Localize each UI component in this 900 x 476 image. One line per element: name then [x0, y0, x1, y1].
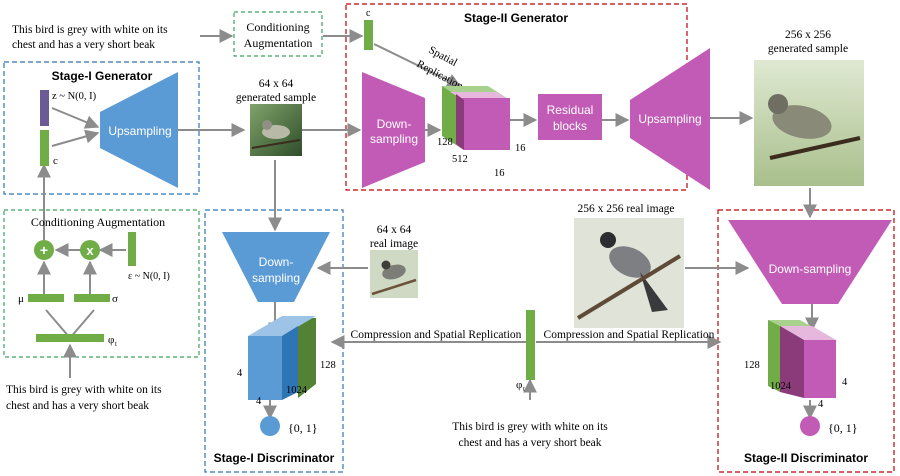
top-text-line2: chest and has a very short beak: [12, 39, 155, 51]
phi-label-left: φ: [108, 334, 114, 346]
real64-label-line2: real image: [370, 238, 418, 250]
stage2d-dim-4b: 4: [818, 399, 824, 410]
stage1-generator-title: Stage-I Generator: [52, 69, 153, 83]
bottom-text-line2: chest and has a very short beak: [458, 437, 601, 449]
mu-bar: [28, 294, 64, 302]
stage2d-down-label: Down-sampling: [769, 262, 852, 276]
sample256-label-line1: 256 x 256: [785, 29, 831, 41]
c-vector-bar-stage2: [364, 20, 373, 50]
stage2-discriminator-title: Stage-II Discriminator: [744, 451, 868, 465]
residual-blocks: [538, 94, 602, 140]
stage1-feature-cube: [248, 316, 316, 400]
times-node: [80, 240, 100, 260]
phi-bar-left: [36, 334, 104, 342]
sigma-bar: [74, 294, 110, 302]
phi-label-center: φ: [516, 379, 522, 391]
conditioning-augmentation-line2: Augmentation: [244, 36, 313, 50]
stage2-upsampling-label: Upsampling: [638, 112, 701, 126]
stage2-generator-title: Stage-II Generator: [464, 11, 568, 25]
stage1-generator-box: [3, 61, 200, 195]
stage1-output-node: [260, 416, 280, 436]
epsilon-bar: [128, 232, 136, 266]
mu-label: μ: [18, 293, 24, 305]
c-vector-bar-stage1: [40, 130, 49, 166]
phi-bar-center: [526, 310, 535, 380]
residual-label-line1: Residual: [547, 103, 594, 117]
stage2-down-label-line2: sampling: [370, 132, 418, 146]
conditioning-augmentation-top-box: [233, 11, 323, 57]
z-noise-label: z ~ N(0, I): [52, 91, 97, 102]
conditioning-augmentation-left-box: [3, 209, 200, 358]
sample256-label-line2: generated sample: [768, 43, 848, 55]
stage1d-dim-4b: 4: [256, 396, 262, 407]
real-image-256: [574, 218, 684, 328]
stage2d-feature-cube: [768, 320, 836, 398]
generated-sample-256-image: [754, 60, 864, 186]
stage1d-dim-1024: 1024: [286, 385, 308, 396]
real256-label: 256 x 256 real image: [577, 203, 674, 215]
stage1-down-label-line1: Down-: [259, 255, 294, 269]
residual-label-line2: blocks: [553, 119, 587, 133]
stage2-down-label-line1: Down-: [377, 117, 412, 131]
stage2-downsampling-block: [362, 72, 425, 188]
cond-aug-left-title: Conditioning Augmentation: [31, 215, 165, 229]
plus-symbol: +: [40, 242, 48, 258]
c-label-stage2: c: [366, 8, 371, 19]
stage1d-dim-128: 128: [320, 360, 336, 371]
stage2-output-node: [800, 416, 820, 436]
stage1d-dim-4a: 4: [237, 368, 243, 379]
svg-text:t: t: [115, 340, 117, 348]
stage2-upsampling-block: [630, 48, 710, 190]
stage2d-dim-128: 128: [744, 360, 760, 371]
conditioning-augmentation-line1: Conditioning: [246, 20, 309, 34]
stage2-feature-cube: [442, 86, 510, 150]
sample64-label-line2: generated sample: [236, 92, 316, 104]
compression-left-label: Compression and Spatial Replication: [351, 329, 522, 341]
stage2-dim-512: 512: [452, 154, 468, 165]
sample64-label-line1: 64 x 64: [259, 78, 294, 90]
real-image-64: [370, 250, 418, 298]
stage2d-dim-4a: 4: [842, 377, 848, 388]
stage1-upsampling-block: [100, 72, 178, 188]
stage1-upsampling-label: Upsampling: [108, 124, 171, 138]
z-noise-bar: [40, 90, 49, 126]
times-symbol: x: [86, 243, 94, 258]
stage1-down-label-line2: sampling: [252, 271, 300, 285]
stage1-discriminator-title: Stage-I Discriminator: [214, 451, 335, 465]
stage2-dim-128: 128: [437, 137, 453, 148]
stage2d-dim-1024: 1024: [770, 381, 792, 392]
top-text-line1: This bird is grey with white on its: [12, 24, 168, 36]
stage2d-downsampling-block: [728, 220, 892, 304]
epsilon-label: ε ~ N(0, I): [128, 271, 170, 282]
sigma-label: σ: [112, 293, 118, 305]
bottom-text-line1: This bird is grey with white on its: [452, 421, 608, 433]
stage2-dim-16b: 16: [494, 168, 505, 179]
stage2-output-label: {0, 1}: [828, 421, 858, 435]
generated-sample-64-image: [250, 104, 302, 156]
stage1-output-label: {0, 1}: [288, 421, 318, 435]
stage2-dim-16a: 16: [515, 143, 526, 154]
c-label-stage1: c: [53, 155, 58, 167]
plus-node: [34, 240, 54, 260]
connectors: [37, 29, 819, 420]
left-text-line1: This bird is grey with white on its: [6, 384, 162, 396]
svg-text:t: t: [523, 385, 525, 393]
left-text-line2: chest and has a very short beak: [6, 400, 149, 412]
stage1-downsampling-block: [222, 232, 330, 302]
compression-right-label: Compression and Spatial Replication: [544, 329, 715, 341]
real64-label-line1: 64 x 64: [377, 224, 412, 236]
